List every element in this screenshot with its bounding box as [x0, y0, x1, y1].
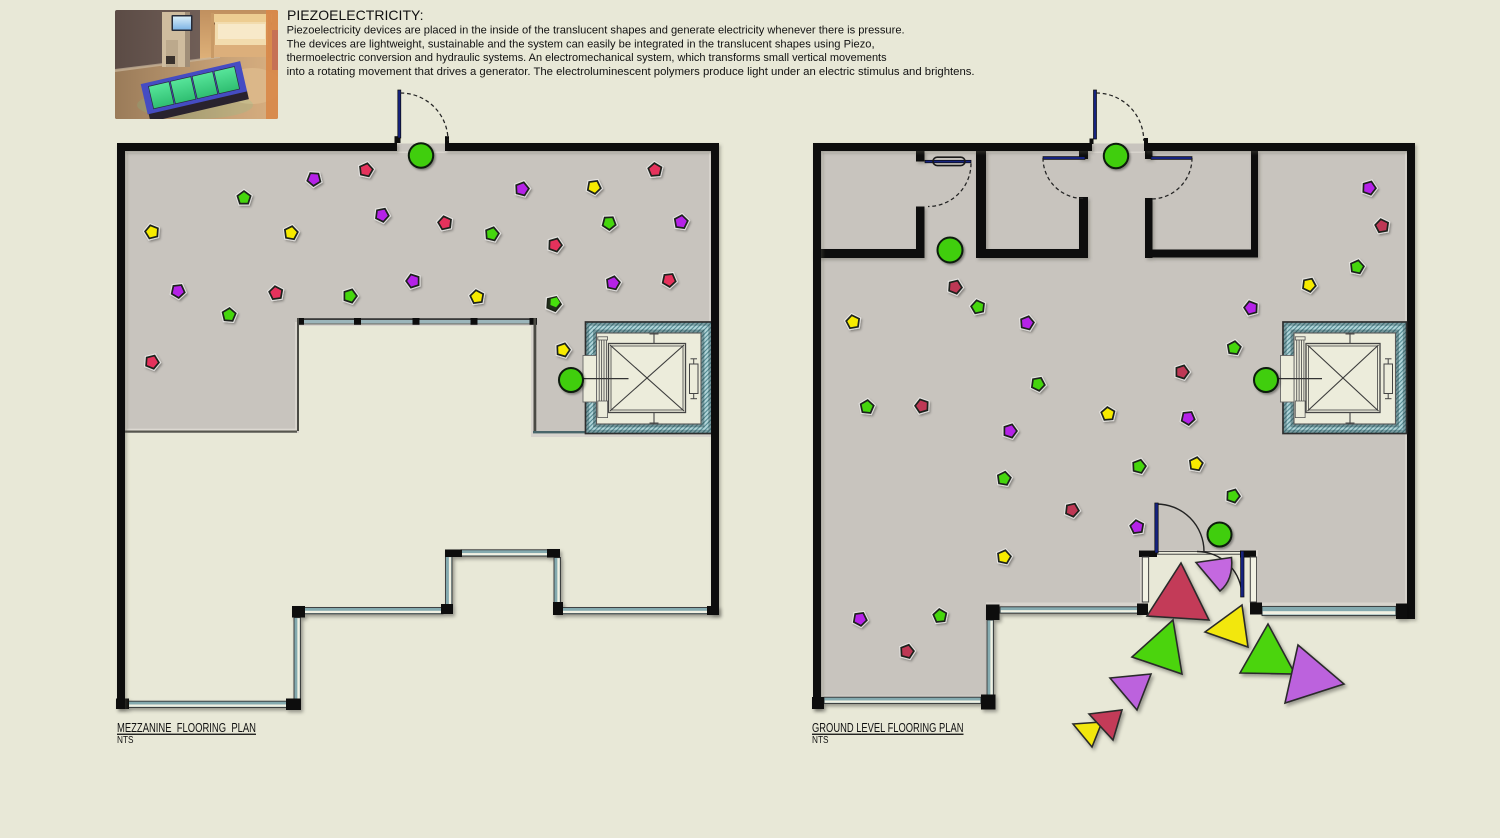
svg-text:thermoelectric conversion and: thermoelectric conversion and hydraulic … [287, 52, 887, 64]
svg-text:The devices are lightweight, s: The devices are lightweight, sustainable… [287, 38, 875, 50]
svg-text:MEZZANINE FLOORING PLAN: MEZZANINE FLOORING PLAN [117, 720, 256, 735]
svg-text:NTS: NTS [812, 735, 829, 746]
svg-text:PIEZOELECTRICITY:: PIEZOELECTRICITY: [287, 7, 424, 23]
svg-text:into a rotating movement that: into a rotating movement that drives a g… [287, 66, 975, 78]
svg-text:NTS: NTS [117, 735, 134, 746]
svg-text:Piezoelectricity devices are p: Piezoelectricity devices are placed in t… [287, 25, 905, 37]
svg-text:GROUND LEVEL FLOORING PLAN: GROUND LEVEL FLOORING PLAN [812, 720, 964, 735]
